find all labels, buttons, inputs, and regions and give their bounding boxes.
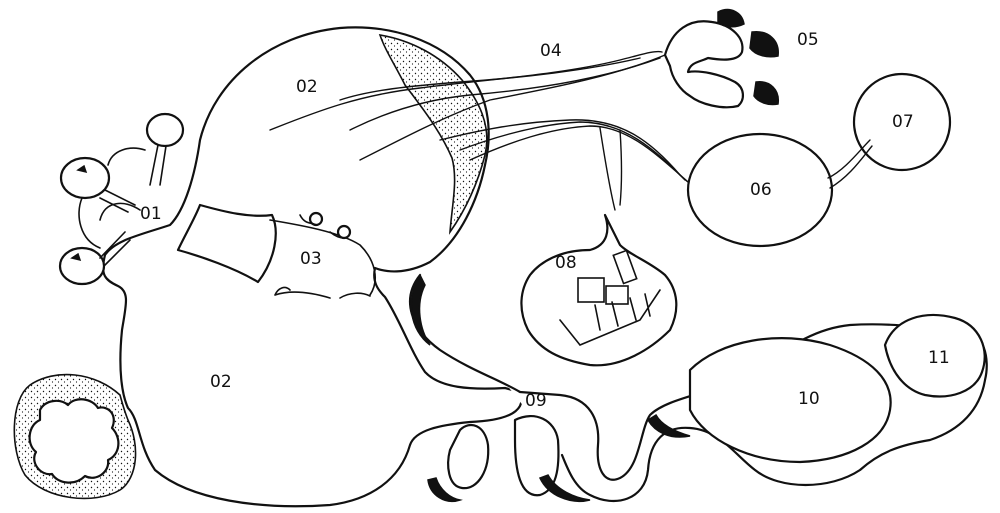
label-11: 11 bbox=[928, 348, 950, 368]
sac-06 bbox=[686, 132, 834, 248]
label-03: 03 bbox=[300, 249, 322, 269]
label-06: 06 bbox=[750, 180, 772, 200]
cluster-05-outline bbox=[663, 20, 744, 109]
sac-11 bbox=[883, 314, 986, 398]
label-02-bottom: 02 bbox=[210, 372, 232, 392]
head-lobes bbox=[78, 147, 146, 249]
label-05: 05 bbox=[797, 30, 819, 50]
valve-stems bbox=[299, 214, 345, 239]
stippled-fan bbox=[378, 33, 488, 235]
fibers-to-05 bbox=[269, 50, 666, 161]
bulb-dot-2 bbox=[70, 252, 82, 262]
label-04: 04 bbox=[540, 41, 562, 61]
valve-03b-icon bbox=[336, 224, 352, 240]
dark-edge-right bbox=[646, 413, 691, 438]
connector-06-07 bbox=[827, 139, 873, 189]
label-08: 08 bbox=[555, 253, 577, 273]
cup-cavity bbox=[28, 398, 120, 484]
label-09: 09 bbox=[525, 391, 547, 411]
inner-funnel-shape bbox=[176, 203, 277, 284]
label-02-top: 02 bbox=[296, 77, 318, 97]
chamber-08-outline bbox=[520, 213, 678, 367]
cluster-05 bbox=[663, 8, 779, 109]
bulb-lower-stem bbox=[99, 231, 131, 267]
cap-mid-icon bbox=[749, 31, 779, 58]
head-bulbs-01 bbox=[58, 112, 185, 286]
label-07: 07 bbox=[892, 112, 914, 132]
dark-edge-left bbox=[410, 273, 431, 346]
bulb-mid-icon bbox=[59, 156, 111, 200]
sac-10 bbox=[688, 337, 892, 464]
chamber-08-interior bbox=[559, 249, 661, 346]
label-01: 01 bbox=[140, 204, 162, 224]
bulb-upper-icon bbox=[145, 112, 185, 148]
bulb-upper-stem bbox=[149, 144, 167, 186]
tube-09-inner bbox=[447, 423, 490, 490]
chamber-03-outline bbox=[269, 219, 376, 299]
bulb-dot-1 bbox=[76, 164, 88, 174]
dark-edge-bottom bbox=[427, 477, 463, 502]
cap-low-icon bbox=[753, 81, 779, 106]
sac-07 bbox=[852, 72, 952, 172]
cap-top-icon bbox=[717, 8, 745, 28]
dark-edge-tube bbox=[538, 474, 591, 502]
label-10: 10 bbox=[798, 389, 820, 409]
bulb-lower-icon bbox=[58, 246, 106, 286]
